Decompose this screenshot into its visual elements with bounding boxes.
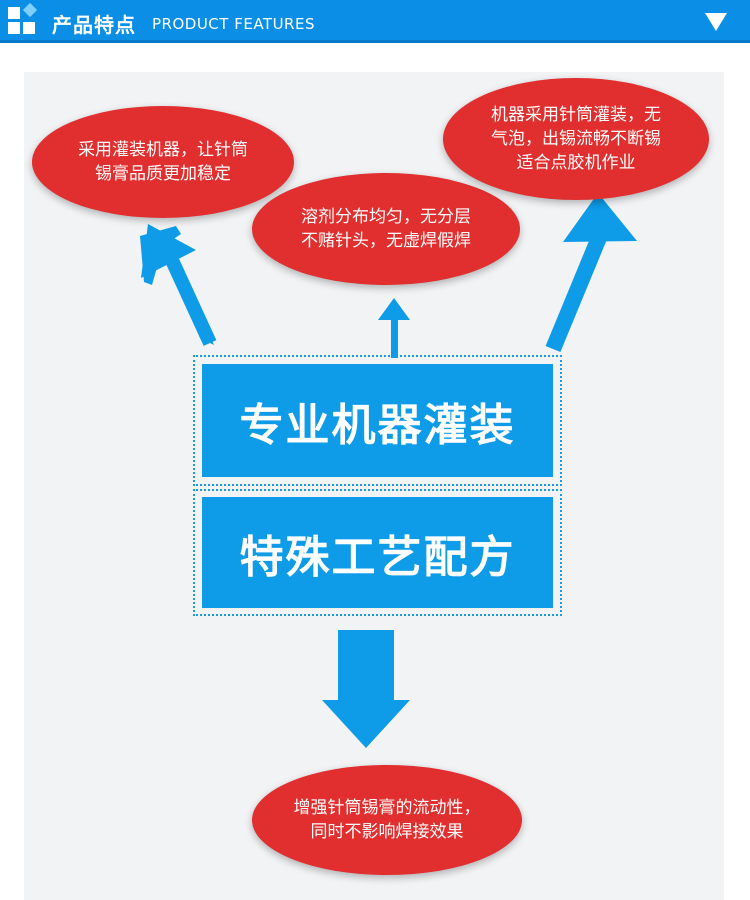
process-block-top: 专业机器灌装 [193, 355, 562, 486]
section-title-en: PRODUCT FEATURES [152, 15, 315, 33]
feature-bubble-center: 溶剂分布均匀，无分层 不赌针头，无虚焊假焊 [252, 173, 520, 285]
bubble-bottom-line1: 增强针筒锡膏的流动性， [293, 798, 481, 818]
arrow-down-icon [322, 630, 410, 748]
process-block-bottom: 特殊工艺配方 [193, 489, 562, 616]
bubble-left-line1: 采用灌装机器，让针筒 [78, 140, 248, 160]
feature-bubble-right: 机器采用针筒灌装，无 气泡，出锡流畅不断锡 适合点胶机作业 [443, 78, 709, 200]
section-header: 产品特点 PRODUCT FEATURES [0, 0, 750, 43]
bubble-right-line2: 气泡，出锡流畅不断锡 [491, 129, 661, 149]
feature-bubble-left: 采用灌装机器，让针筒 锡膏品质更加稳定 [32, 106, 294, 218]
process-label-top: 专业机器灌装 [202, 364, 553, 477]
arrow-up-right-icon [545, 193, 637, 353]
bubble-right-line1: 机器采用针筒灌装，无 [491, 105, 661, 125]
bubble-right-line3: 适合点胶机作业 [516, 153, 636, 173]
bubble-center-line1: 溶剂分布均匀，无分层 [301, 207, 471, 227]
bubble-center-line2: 不赌针头，无虚焊假焊 [301, 231, 471, 251]
triangle-down-icon[interactable] [704, 12, 728, 32]
process-label-bottom: 特殊工艺配方 [202, 497, 553, 608]
feature-bubble-bottom: 增强针筒锡膏的流动性， 同时不影响焊接效果 [252, 765, 522, 875]
arrow-up-icon [378, 298, 410, 358]
bubble-left-line2: 锡膏品质更加稳定 [95, 164, 231, 184]
bubble-bottom-line2: 同时不影响焊接效果 [310, 822, 464, 842]
arrow-up-left-icon [140, 224, 217, 346]
logo-squares-icon [8, 2, 40, 37]
section-title-cn: 产品特点 [52, 13, 136, 37]
